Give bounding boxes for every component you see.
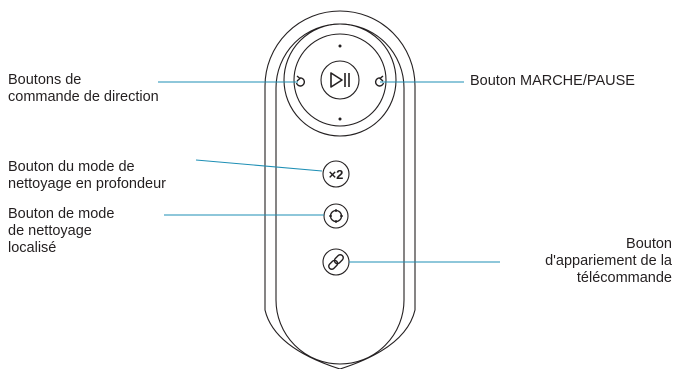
dpad-outer-ring xyxy=(283,23,397,137)
label-deep-clean-line-2: nettoyage en profondeur xyxy=(8,176,167,192)
remote-inner-outline xyxy=(275,23,405,365)
label-pairing: Bouton d'appariement de la télécommande xyxy=(545,236,672,287)
label-spot-clean-line-1: Bouton de mode xyxy=(8,206,115,222)
label-direction-line-2: commande de direction xyxy=(8,89,159,105)
spot-target-icon xyxy=(329,209,343,223)
dpad-inner-ring xyxy=(293,33,387,127)
label-spot-clean-line-3: localisé xyxy=(8,240,57,256)
deep-clean-button[interactable] xyxy=(322,160,350,188)
link-icon xyxy=(328,254,344,270)
label-pairing-line-1: Bouton xyxy=(626,236,672,252)
remote-outer-outline xyxy=(264,10,416,369)
play-pause-button[interactable] xyxy=(320,60,360,100)
label-spot-clean: Bouton de mode de nettoyage localisé xyxy=(8,206,114,257)
label-spot-clean-line-2: de nettoyage xyxy=(8,223,92,239)
label-deep-clean: Bouton du mode de nettoyage en profondeu… xyxy=(8,159,166,193)
leader-deep-clean xyxy=(195,159,323,172)
direction-pad xyxy=(283,23,397,137)
dpad-up-dot xyxy=(338,44,342,48)
deep-clean-button-text: ×2 xyxy=(329,167,344,182)
rotate-right-icon[interactable] xyxy=(374,75,385,87)
pairing-button[interactable] xyxy=(322,248,350,276)
remote-body xyxy=(264,10,416,369)
play-pause-icon xyxy=(330,72,350,88)
spot-clean-button[interactable] xyxy=(323,203,349,229)
label-play-pause-line-1: Bouton MARCHE/PAUSE xyxy=(470,73,635,89)
dpad-down-dot xyxy=(338,117,342,121)
rotate-left-icon[interactable] xyxy=(295,75,306,87)
label-pairing-line-2: d'appariement de la xyxy=(545,253,672,269)
label-pairing-line-3: télécommande xyxy=(576,270,672,286)
label-deep-clean-line-1: Bouton du mode de xyxy=(8,159,135,175)
label-direction-line-1: Boutons de xyxy=(8,72,82,88)
label-play-pause: Bouton MARCHE/PAUSE xyxy=(470,73,635,90)
label-direction: Boutons de commande de direction xyxy=(8,72,159,106)
leader-lines xyxy=(158,81,500,263)
